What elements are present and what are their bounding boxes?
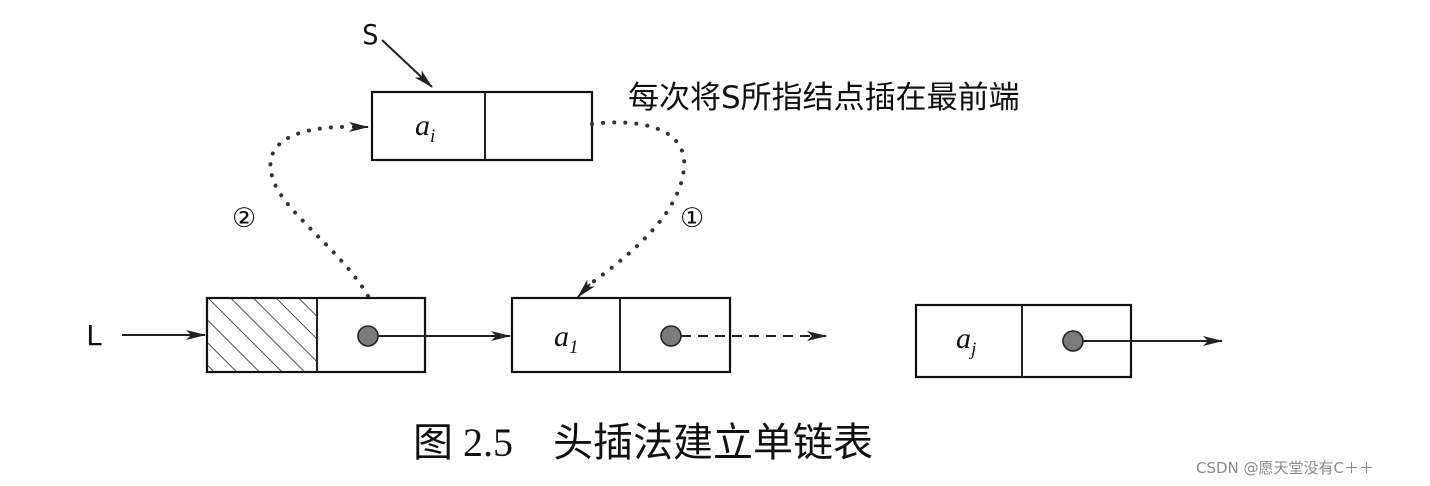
head-node-pointer-dot (357, 325, 379, 347)
note-text: 每次将S所指结点插在最前端 (628, 80, 1020, 116)
node-a1: a1 (510, 296, 732, 374)
step-2-marker: ② (232, 203, 256, 234)
node-aj-pointer-dot (1062, 330, 1084, 352)
node-a1-label: a1 (554, 320, 579, 358)
link-step-1-arrowhead (577, 279, 595, 298)
pointer-s-label: S (362, 18, 379, 51)
link-step-2-curve (268, 124, 370, 298)
head-node-hatched-cell (207, 298, 317, 372)
pointer-s-arrow (381, 39, 433, 88)
new-node-ai: ai (370, 90, 594, 162)
node-a1-pointer-dot (660, 325, 682, 347)
csdn-watermark: CSDN @愿天堂没有C＋＋ (1196, 459, 1374, 477)
new-node-label: ai (415, 109, 435, 147)
step-1-marker: ① (680, 203, 704, 234)
link-step-1-curve (588, 120, 687, 286)
pointer-l-label: L (86, 319, 103, 352)
figure-caption: 图 2.5 头插法建立单链表 (413, 420, 873, 465)
node-aj-label: aj (956, 322, 976, 360)
new-node-box (370, 90, 594, 162)
